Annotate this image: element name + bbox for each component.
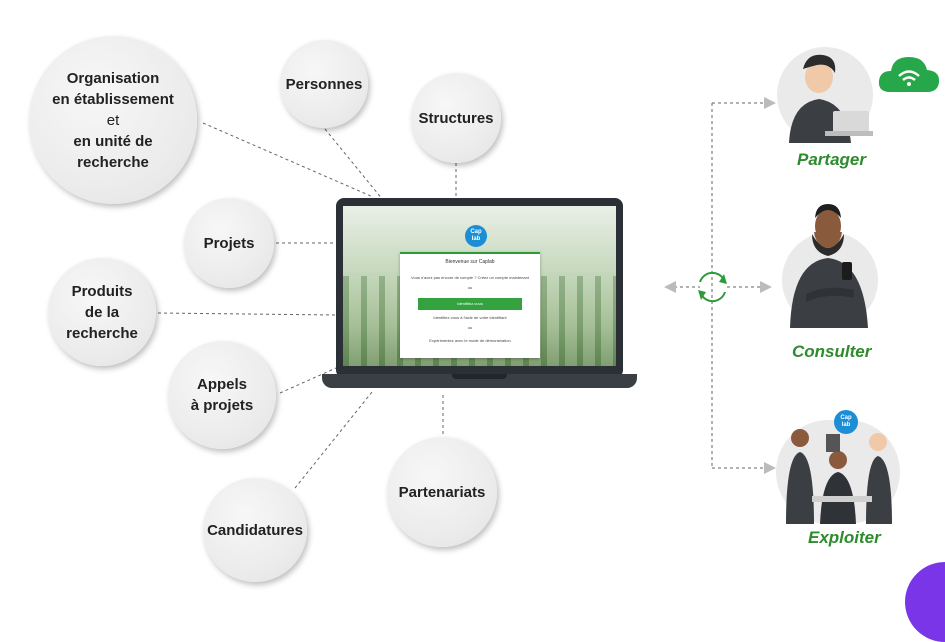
caplab-logo-bottom: lab [471,236,481,242]
separator-or-1: ou [467,285,473,290]
partager-avatar [777,47,873,143]
partenariats-label: Partenariats [398,483,486,501]
identify-button: Identifiez-vous [418,298,522,310]
welcome-title: Bienvenue sur Caplab [445,259,495,265]
team-meeting-icon [786,429,892,524]
organisation-line-1: Organisation [66,69,160,87]
cloud-wifi-icon [878,57,940,92]
bearded-person-phone-icon [790,212,868,328]
topic-organisation: Organisation en établissement et en unit… [29,36,197,204]
personnes-label: Personnes [285,75,363,93]
exploiter-label: Exploiter [808,528,881,547]
projets-label: Projets [203,234,255,252]
consulter-head-icon [815,204,841,240]
topic-projets: Projets [184,198,274,288]
topic-partenariats: Partenariats [387,437,497,547]
alt-login-text: Identifiez-vous à l'aide de votre identi… [433,315,507,320]
produits-line-2: de la [84,303,120,321]
topic-candidatures: Candidatures [203,478,307,582]
caplab-login-screenshot: Cap lab Bienvenue sur Caplab Vous n'avez… [343,206,616,366]
laptop-base [322,374,637,388]
appels-line-1: Appels [196,376,247,393]
laptop-notch [452,374,507,379]
laptop-screen: Cap lab Bienvenue sur Caplab Vous n'avez… [336,198,623,378]
login-card: Bienvenue sur Caplab Vous n'avez pas enc… [400,252,540,358]
laptop-mockup: Cap lab Bienvenue sur Caplab Vous n'avez… [322,198,637,394]
consulter-label: Consulter [792,342,872,361]
caplab-logo-top: Cap [470,229,482,235]
exploiter-logo-top: Cap [840,415,852,421]
organisation-line-2: en établissement [52,90,174,108]
organisation-line-4: en unité de [73,132,153,150]
demo-link: Expérimentez avec le mode de démonstrati… [429,338,511,343]
structures-label: Structures [418,109,494,127]
organisation-line-3: et [106,111,120,129]
exploiter-caplab-logo: Cap lab [834,410,858,434]
appels-line-2: à projets [190,397,254,414]
topic-appels: Appels à projets [168,341,276,449]
topic-structures: Structures [411,73,501,163]
organisation-line-5: recherche [77,153,149,171]
exploiter-avatar [776,420,900,524]
consulter-avatar [782,212,878,328]
topic-produits: Produits de la recherche [48,258,156,366]
caplab-logo: Cap lab [465,225,487,247]
connector-lines [157,97,776,489]
topic-personnes: Personnes [280,40,368,128]
account-prompt: Vous n'avez pas encore de compte ? Créez… [411,275,529,280]
separator-or-2: ou [467,325,473,330]
produits-line-1: Produits [71,282,133,300]
produits-line-3: recherche [66,324,138,342]
partager-label: Partager [797,150,866,169]
person-laptop-icon [789,54,873,143]
candidatures-label: Candidatures [207,521,303,539]
exploiter-logo-bottom: lab [841,422,851,428]
